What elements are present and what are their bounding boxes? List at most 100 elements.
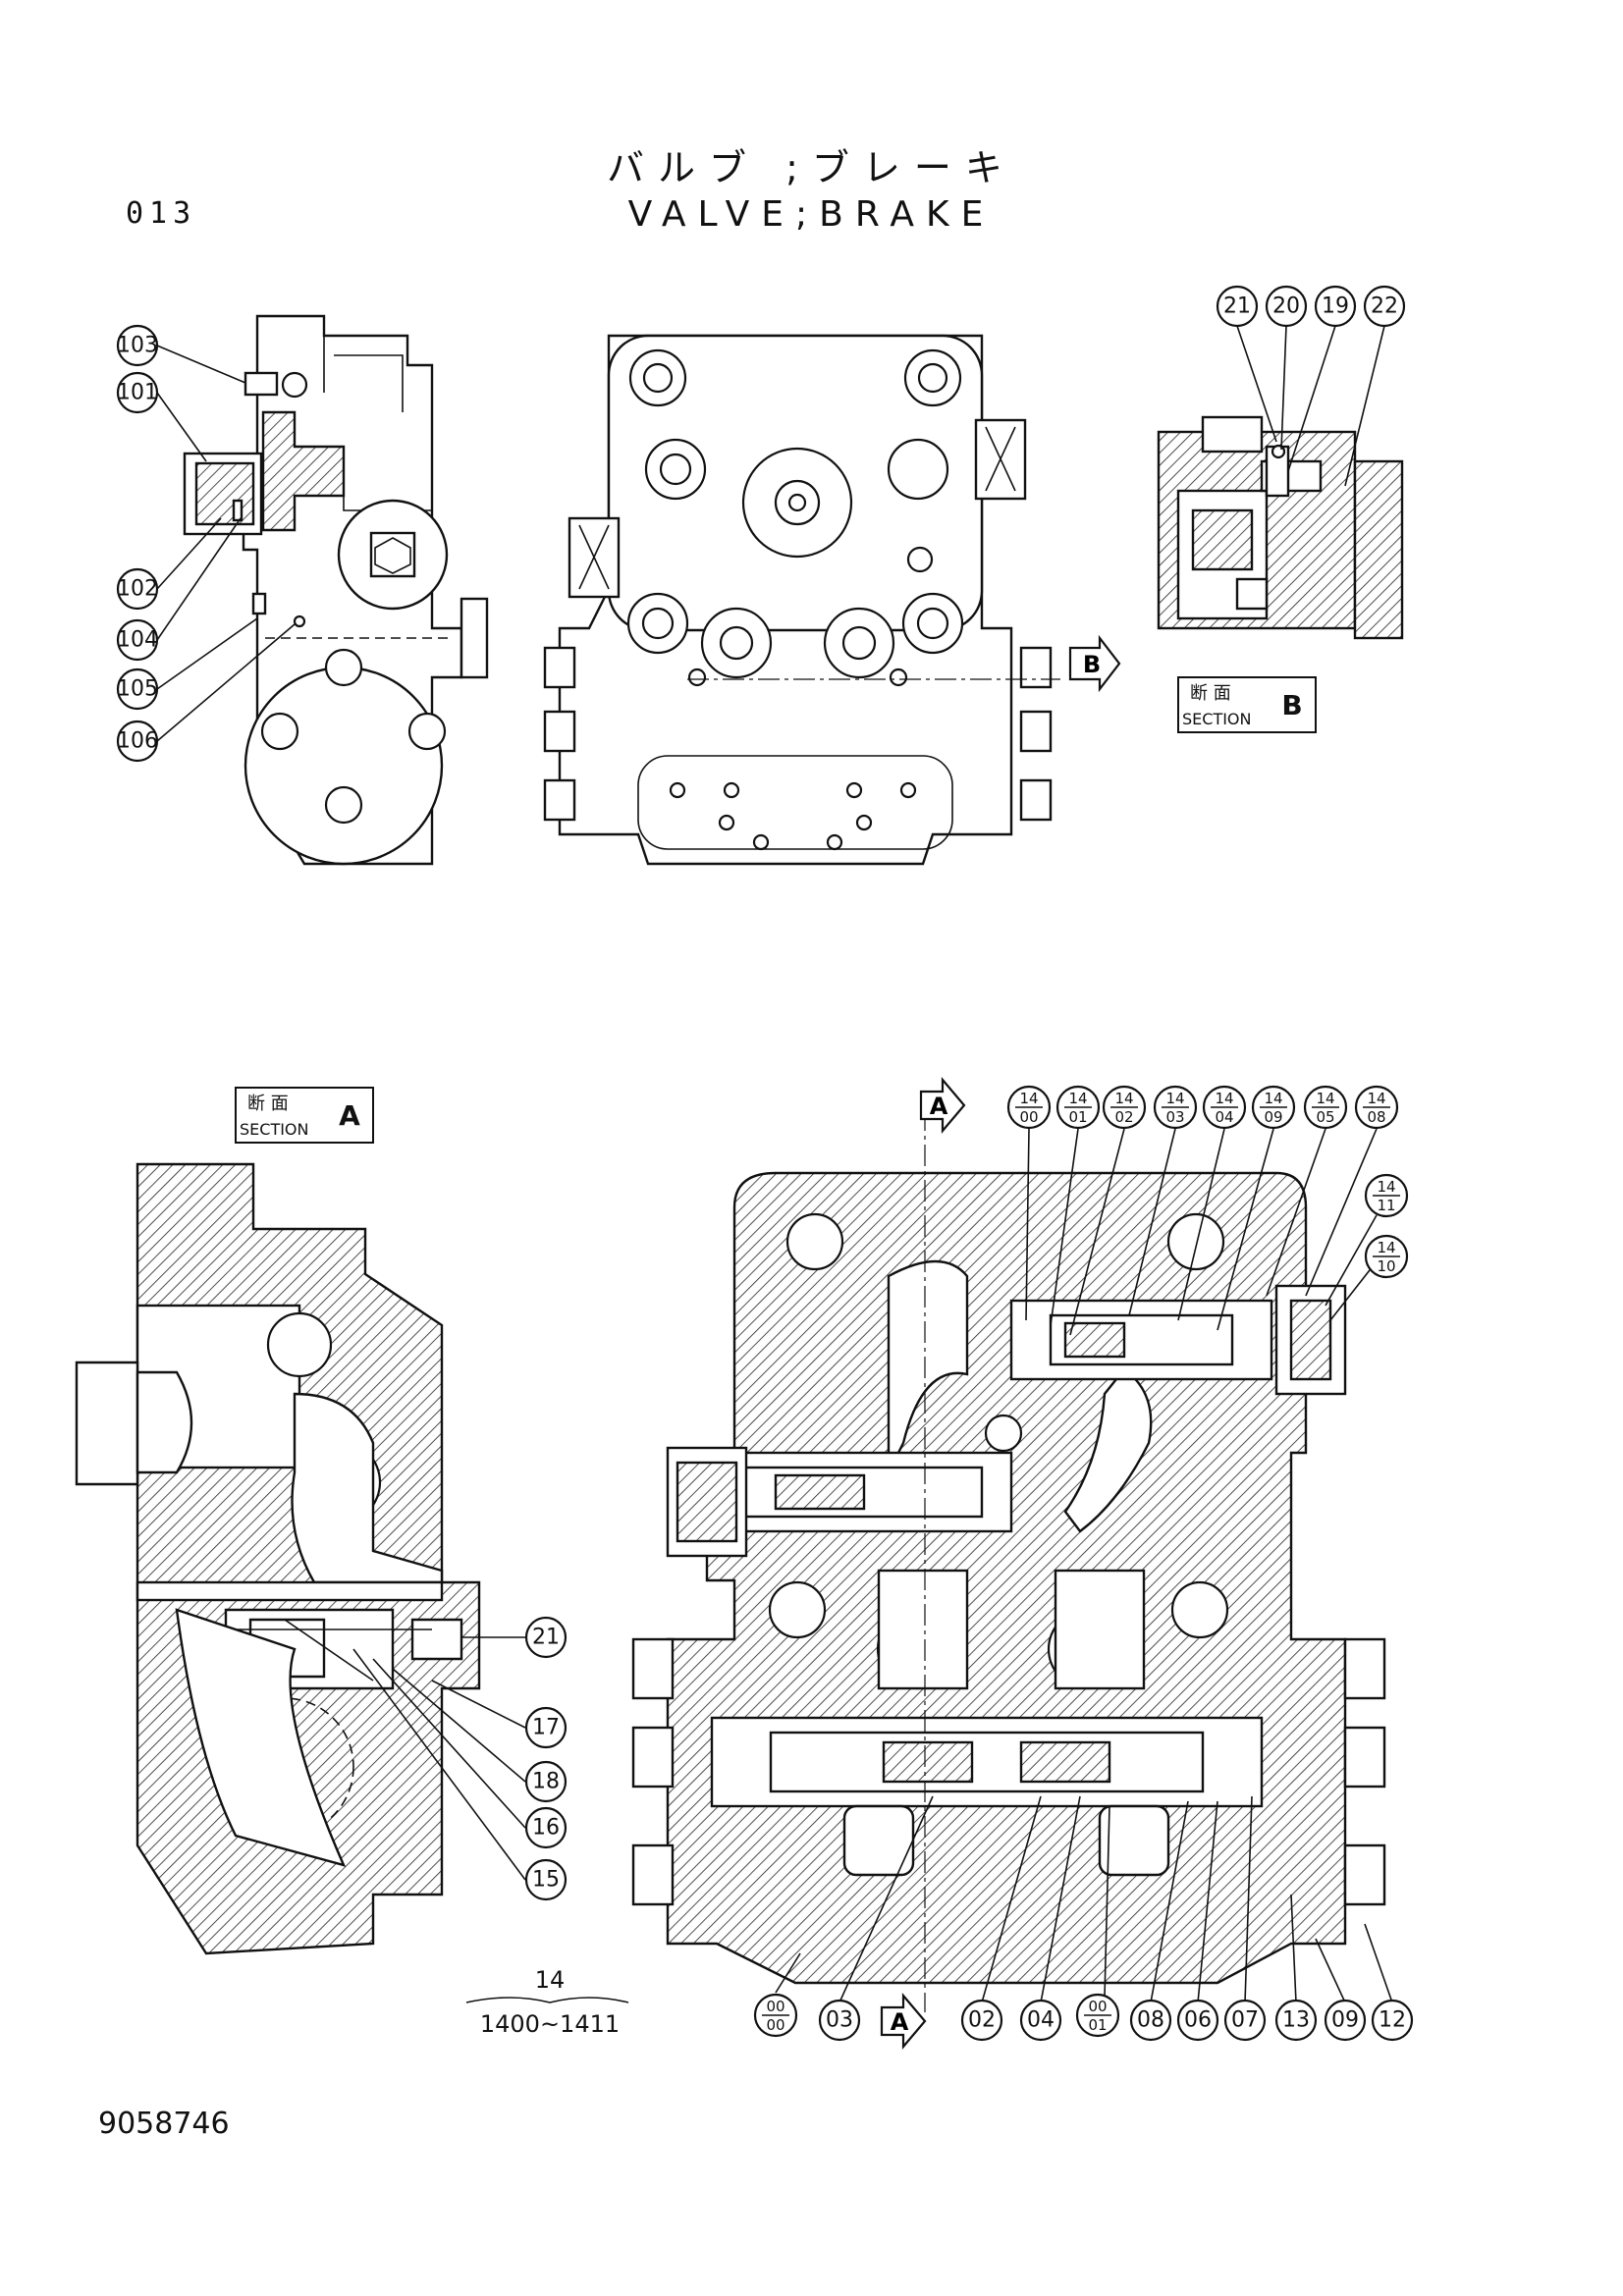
svg-text:15: 15 [532, 1868, 560, 1893]
svg-text:A: A [339, 1099, 360, 1132]
callout-06: 06 [1176, 1999, 1219, 2042]
svg-text:14: 14 [1367, 1090, 1385, 1107]
svg-text:14: 14 [1264, 1090, 1282, 1107]
callout-15: 15 [524, 1858, 568, 1901]
svg-text:22: 22 [1371, 294, 1398, 319]
svg-text:01: 01 [1068, 1108, 1087, 1126]
svg-text:08: 08 [1137, 2008, 1164, 2033]
callout-08: 08 [1129, 1999, 1172, 2042]
svg-text:断 面: 断 面 [247, 1094, 289, 1114]
front-view-top-center [543, 334, 1060, 866]
svg-text:102: 102 [117, 577, 158, 602]
svg-text:00: 00 [1088, 1998, 1107, 2015]
svg-text:00: 00 [1019, 1108, 1038, 1126]
svg-text:SECTION: SECTION [1182, 710, 1252, 728]
side-view-top-left [183, 314, 489, 866]
svg-text:104: 104 [117, 628, 158, 653]
svg-text:11: 11 [1377, 1197, 1395, 1214]
callout-103: 103 [116, 324, 159, 367]
callout-101: 101 [116, 371, 159, 414]
svg-text:02: 02 [1114, 1108, 1133, 1126]
svg-text:14: 14 [1377, 1178, 1395, 1196]
svg-text:断 面: 断 面 [1190, 683, 1231, 704]
svg-text:18: 18 [532, 1770, 560, 1794]
section-b-view [1157, 415, 1404, 640]
svg-text:06: 06 [1184, 2008, 1212, 2033]
callout-19: 19 [1314, 285, 1357, 328]
svg-text:21: 21 [1223, 294, 1251, 319]
svg-text:SECTION: SECTION [240, 1120, 309, 1139]
svg-text:B: B [1281, 689, 1302, 721]
svg-text:13: 13 [1282, 2008, 1310, 2033]
svg-text:12: 12 [1379, 2008, 1406, 2033]
svg-text:04: 04 [1027, 2008, 1055, 2033]
callout-18: 18 [524, 1760, 568, 1803]
callout-17: 17 [524, 1706, 568, 1749]
svg-text:16: 16 [532, 1816, 560, 1841]
callout-13: 13 [1274, 1999, 1318, 2042]
svg-text:106: 106 [117, 729, 158, 754]
svg-text:04: 04 [1215, 1108, 1233, 1126]
svg-text:01: 01 [1088, 2016, 1107, 2034]
svg-text:09: 09 [1331, 2008, 1359, 2033]
svg-text:14: 14 [1316, 1090, 1334, 1107]
svg-text:A: A [930, 1093, 948, 1120]
svg-text:02: 02 [968, 2008, 996, 2033]
svg-text:19: 19 [1322, 294, 1349, 319]
svg-text:A: A [891, 2008, 909, 2036]
section-b-label: 断 面 SECTION B [1177, 676, 1317, 733]
callout-1400: 1400 [1006, 1085, 1052, 1130]
svg-text:14: 14 [1068, 1090, 1087, 1107]
view-marker-a-top: A [919, 1076, 966, 1135]
svg-text:09: 09 [1264, 1108, 1282, 1126]
svg-text:07: 07 [1231, 2008, 1259, 2033]
callouts-top-left: 103 101 102 104 105 106 [116, 324, 296, 763]
callout-21-b: 21 [1216, 285, 1259, 328]
callouts-section-a: 21 17 18 16 15 [352, 1616, 568, 1901]
callout-106: 106 [116, 720, 159, 763]
svg-text:14: 14 [1215, 1090, 1233, 1107]
svg-text:21: 21 [532, 1626, 560, 1650]
callout-102: 102 [116, 567, 159, 611]
svg-text:105: 105 [117, 677, 158, 702]
svg-text:00: 00 [766, 2016, 784, 2034]
callout-105: 105 [116, 667, 159, 711]
section-a-label: 断 面 SECTION A [235, 1087, 374, 1144]
callout-09: 09 [1324, 1999, 1367, 2042]
callout-21-a: 21 [524, 1616, 568, 1659]
callout-12: 12 [1371, 1999, 1414, 2042]
callout-20: 20 [1265, 285, 1308, 328]
title-english: VALVE;BRAKE [627, 194, 996, 235]
callout-02: 02 [960, 1999, 1003, 2042]
view-marker-b-top: B [1068, 634, 1121, 693]
svg-text:14: 14 [535, 1966, 566, 1994]
svg-text:05: 05 [1316, 1108, 1334, 1126]
callout-04: 04 [1019, 1999, 1062, 2042]
assembly-note: 14 1400~1411 [465, 1966, 629, 2038]
drawing-number: 9058746 [98, 2107, 230, 2141]
callouts-section-b: 21 20 19 22 [1216, 285, 1406, 487]
svg-text:1400~1411: 1400~1411 [480, 2010, 620, 2038]
section-a-view [75, 1162, 481, 1955]
callout-03: 03 [818, 1999, 861, 2042]
svg-text:B: B [1083, 651, 1101, 678]
callout-07: 07 [1223, 1999, 1267, 2042]
main-section-view [631, 1109, 1386, 2012]
callout-104: 104 [116, 618, 159, 662]
svg-text:10: 10 [1377, 1257, 1395, 1275]
svg-text:14: 14 [1165, 1090, 1184, 1107]
svg-text:14: 14 [1019, 1090, 1038, 1107]
svg-text:103: 103 [117, 334, 158, 358]
svg-text:00: 00 [766, 1998, 784, 2015]
svg-text:14: 14 [1377, 1239, 1395, 1256]
svg-text:03: 03 [826, 2008, 853, 2033]
